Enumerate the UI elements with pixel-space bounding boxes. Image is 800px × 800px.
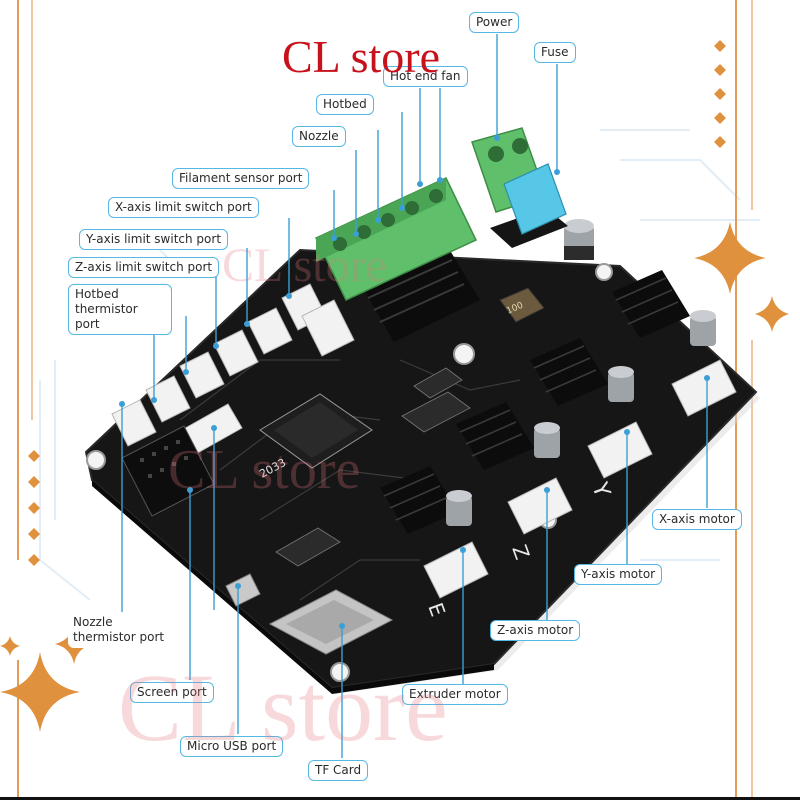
- label-hotbed: Hotbed: [316, 94, 374, 115]
- bottom-border: [0, 797, 800, 800]
- label-filament-sensor-port: Filament sensor port: [172, 168, 310, 189]
- label-z-axis-motor: Z-axis motor: [490, 620, 581, 641]
- leader-lines: [121, 34, 708, 758]
- sparkle-icon: [755, 296, 789, 332]
- label-y-axis-motor: Y-axis motor: [574, 564, 663, 585]
- capacitors: [446, 219, 716, 526]
- label-hotbed-thermistor-line2: thermistor port: [75, 302, 138, 331]
- sparkle-icon: [694, 222, 766, 294]
- label-screen-port: Screen port: [130, 682, 214, 703]
- label-nozzle-thermistor-port: Nozzle thermistor port: [68, 612, 186, 648]
- sparkle-icon: [0, 652, 80, 732]
- label-power: Power: [469, 12, 520, 33]
- decor-lines-left: [17, 0, 33, 800]
- brand-title: CL store: [282, 31, 440, 82]
- label-hotbed-thermistor-line1: Hotbed: [75, 287, 119, 301]
- leader-dots: [119, 135, 710, 629]
- label-x-axis-limit-switch-port: X-axis limit switch port: [108, 197, 259, 218]
- tf-card-slot: [268, 589, 394, 655]
- mcu-chip: [259, 393, 373, 469]
- screen-header: [121, 425, 215, 517]
- label-z-axis-limit-switch-port: Z-axis limit switch port: [68, 257, 220, 278]
- label-tf-card: TF Card: [308, 760, 369, 781]
- micro-usb-connector: [225, 573, 261, 607]
- decor-diamonds-left: [28, 450, 40, 566]
- label-nozzle: Nozzle: [292, 126, 346, 147]
- fuse: [490, 163, 568, 248]
- label-y-axis-limit-switch-port: Y-axis limit switch port: [79, 229, 229, 250]
- label-micro-usb-port: Micro USB port: [180, 736, 284, 757]
- sparkle-icon: [0, 636, 20, 656]
- label-hot-end-fan: Hot end fan: [383, 66, 468, 87]
- pcb-board: [84, 127, 760, 694]
- label-nozzle-thermistor-line1: Nozzle: [73, 615, 113, 629]
- label-x-axis-motor: X-axis motor: [652, 509, 742, 530]
- inductor: [499, 287, 545, 323]
- label-hotbed-thermistor-port: Hotbed thermistor port: [68, 284, 172, 335]
- jst-connectors: [111, 283, 737, 599]
- label-extruder-motor: Extruder motor: [402, 684, 508, 705]
- heatsink-drivers: [380, 270, 690, 534]
- label-fuse: Fuse: [534, 42, 576, 63]
- label-nozzle-thermistor-line2: thermistor port: [73, 630, 165, 644]
- decor-diamonds-right: [714, 40, 726, 148]
